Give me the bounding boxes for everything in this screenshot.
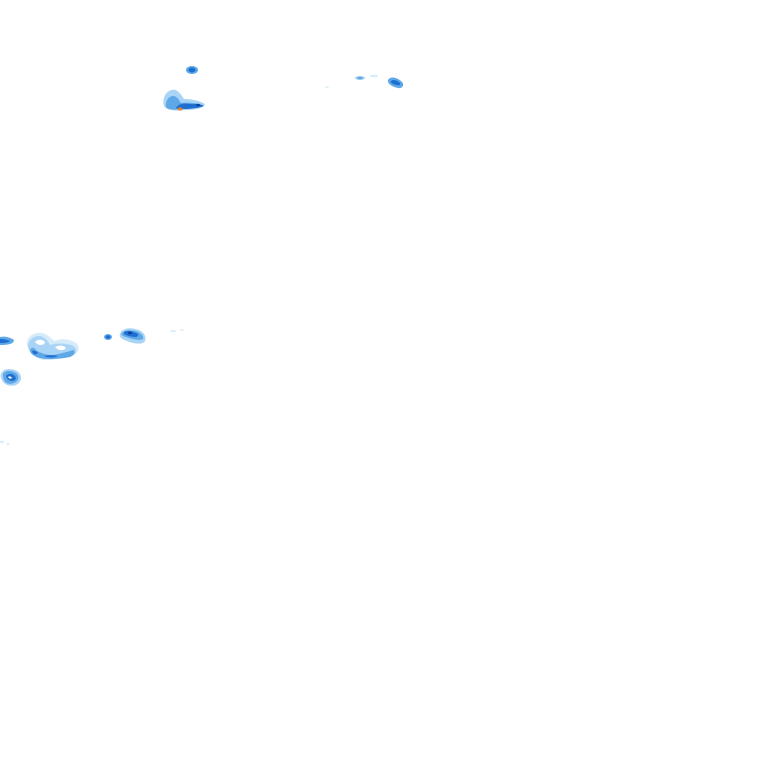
rain-cell-west-edge bbox=[0, 336, 14, 345]
rain-cell-southwest bbox=[0, 369, 22, 386]
rain-cell-north-small bbox=[186, 66, 198, 74]
rain-cell-far-west-trace bbox=[0, 440, 10, 445]
rain-cell-central bbox=[119, 328, 184, 344]
rain-cell-north-main bbox=[163, 89, 205, 111]
rain-cell-west-large bbox=[26, 332, 79, 360]
rain-cell-central-dot bbox=[104, 334, 112, 340]
rain-cell-northeast bbox=[325, 74, 404, 89]
